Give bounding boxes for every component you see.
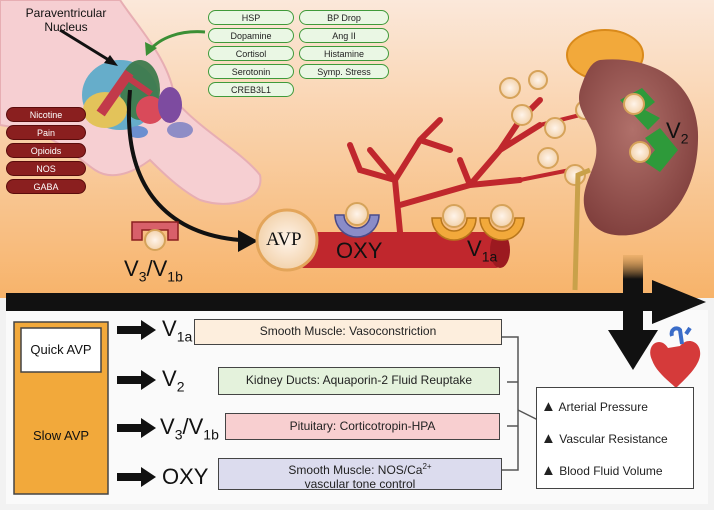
- nucleus-label: Paraventricular Nucleus: [25, 6, 107, 34]
- quick-avp-label: Quick AVP: [30, 342, 92, 357]
- avp-vesicle-icon: [255, 208, 319, 272]
- nucleus-pointer-arrow: [59, 28, 113, 64]
- kidney-icon: [566, 29, 699, 291]
- stimulator-pill: Ang II: [299, 28, 389, 43]
- desc-box-v2: Kidney Ducts: Aquaporin-2 Fluid Reuptake: [218, 367, 500, 395]
- bottom-arrows: [117, 320, 156, 487]
- v1a-receptor-icon-2: [479, 204, 525, 241]
- quick-avp-panel: [20, 327, 102, 373]
- down-arrow-head: [608, 330, 658, 370]
- increase-triangle-icon: ▲: [541, 430, 556, 447]
- outcome-item: ▲ Vascular Resistance: [541, 430, 668, 447]
- receptor-label-oxy: OXY: [162, 464, 209, 489]
- bracket: [502, 336, 519, 471]
- stimulator-pill: BP Drop: [299, 10, 389, 25]
- oxy-receptor-icon: [334, 202, 380, 238]
- main-timeline-arrowhead: [652, 280, 706, 324]
- outcomes-box: ▲ Arterial Pressure ▲ Vascular Resistanc…: [536, 387, 694, 489]
- blood-vessel: [300, 97, 582, 268]
- slow-avp-label: Slow AVP: [32, 428, 90, 443]
- inhibitor-pill: Nicotine: [6, 107, 86, 122]
- outcome-item: ▲ Arterial Pressure: [541, 398, 648, 415]
- desc-box-v3v1b: Pituitary: Corticotropin-HPA: [225, 413, 500, 440]
- receptor-label-v3v1b: V3/V1b: [160, 414, 219, 443]
- inhibitor-pill: Pain: [6, 125, 86, 140]
- outcome-item: ▲ Blood Fluid Volume: [541, 462, 663, 479]
- receptor-label-v2: V2: [162, 366, 185, 395]
- inhibitor-pill: GABA: [6, 179, 86, 194]
- main-timeline-bar: [6, 293, 656, 311]
- inhibitor-pill: NOS: [6, 161, 86, 176]
- v1a-receptor-icon-1: [431, 204, 477, 241]
- v3v1b-receptor-icon: [131, 221, 179, 251]
- receptor-label-v1a: V1a: [162, 316, 193, 345]
- stimulator-pill: Dopamine: [208, 28, 294, 43]
- increase-triangle-icon: ▲: [541, 462, 556, 479]
- stimulator-pill: Histamine: [299, 46, 389, 61]
- stimulator-pill: CREB3L1: [208, 82, 294, 97]
- v2-label: V2: [666, 118, 689, 147]
- v1a-label: V1a: [467, 236, 498, 265]
- stimulator-pill: Serotonin: [208, 64, 294, 79]
- increase-triangle-icon: ▲: [541, 398, 556, 415]
- v3v1b-label: V3/V1b: [124, 256, 183, 285]
- heart-icon: [650, 326, 701, 388]
- down-arrow-shaft: [623, 255, 643, 335]
- avp-label: AVP: [266, 229, 302, 250]
- inhibitor-pill: Opioids: [6, 143, 86, 158]
- stimulator-pill: Symp. Stress: [299, 64, 389, 79]
- stimulator-pill: HSP: [208, 10, 294, 25]
- desc-box-v1a: Smooth Muscle: Vasoconstriction: [194, 319, 502, 345]
- oxy-label: OXY: [336, 238, 383, 263]
- desc-box-oxy: Smooth Muscle: NOS/Ca2+ vascular tone co…: [218, 458, 502, 491]
- release-arrow: [126, 89, 241, 242]
- stimulator-pill: Cortisol: [208, 46, 294, 61]
